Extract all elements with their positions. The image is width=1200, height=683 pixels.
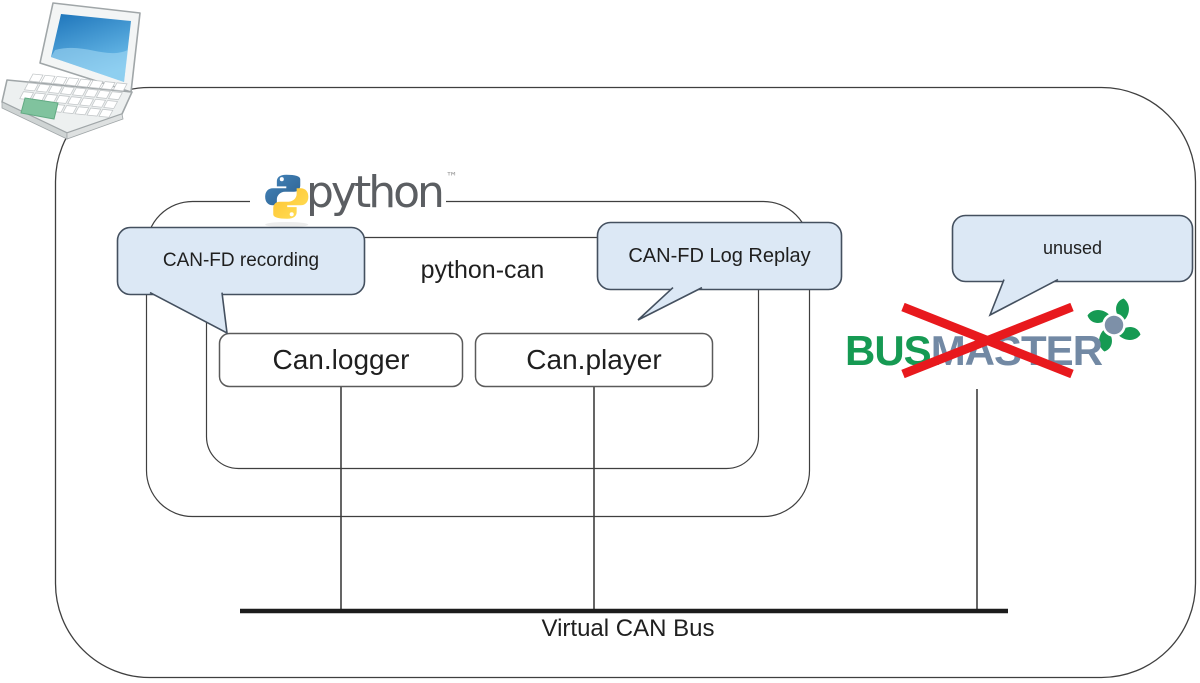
python-container-rect <box>145 200 811 518</box>
python-can-label: python-can <box>420 256 545 284</box>
can-player-box <box>474 332 714 388</box>
callout-unused-label: unused <box>1042 238 1103 258</box>
busmaster-bus-text: BUS <box>845 327 932 374</box>
busmaster-pinwheel-icon <box>1086 297 1142 353</box>
python-trademark: ™ <box>445 170 458 184</box>
can-logger-label: Can.logger <box>272 344 410 375</box>
virtual-can-bus-label: Virtual CAN Bus <box>541 615 715 642</box>
callout-recording-label: CAN-FD recording <box>162 250 320 271</box>
can-player-label: Can.player <box>526 344 662 375</box>
busmaster-logo: BUSMASTER <box>845 327 1103 375</box>
python-can-rect <box>205 236 760 470</box>
callout-replay-tail <box>637 286 703 321</box>
python-logo-icon <box>265 174 309 228</box>
callout-recording-tail <box>149 291 228 335</box>
callout-replay-bubble <box>596 221 843 321</box>
python-wordmark-text: python <box>306 166 445 218</box>
can-logger-box <box>218 332 464 388</box>
busmaster-master-text: MASTER <box>930 327 1103 374</box>
callout-recording-bubble <box>116 226 366 335</box>
callout-replay-label: CAN-FD Log Replay <box>628 244 811 267</box>
laptop-icon <box>1 2 141 140</box>
laptop-trackpad <box>20 97 59 120</box>
